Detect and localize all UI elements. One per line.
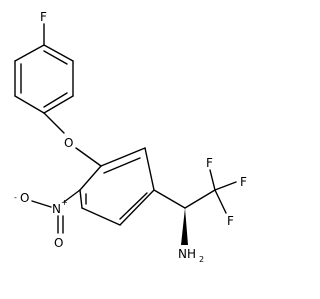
molecule-drawing: F O N + O - O F F F NH 2 — [14, 10, 247, 264]
bond-c-f2 — [214, 181, 237, 191]
amine-subscript: 2 — [199, 255, 204, 264]
cf3-f1-label: F — [206, 156, 213, 170]
bond — [43, 95, 74, 114]
ether-oxygen-label: O — [64, 136, 73, 150]
bond — [79, 165, 102, 191]
nitro-o-minus-charge: - — [14, 193, 17, 202]
bond-chiral-cf3 — [184, 189, 216, 209]
bond-c-f3 — [214, 189, 227, 214]
double-bond-inner — [43, 92, 68, 108]
double-bond-inner — [103, 157, 141, 174]
double-bond-inner — [43, 50, 68, 65]
bond-c-n — [63, 189, 81, 203]
fluorophenyl-ring — [14, 44, 74, 114]
nitro-n-label: N — [52, 202, 61, 216]
fluorine-label: F — [40, 10, 47, 24]
bond — [79, 189, 83, 209]
bond — [144, 147, 155, 191]
cf3-f3-label: F — [227, 214, 234, 228]
bond — [119, 189, 155, 226]
nitro-o-minus-label: O — [20, 191, 29, 205]
bond — [14, 44, 45, 62]
amine-label: NH — [178, 247, 196, 261]
bond — [14, 95, 45, 114]
double-bond-inner — [119, 192, 148, 220]
nitro-o-label: O — [54, 236, 63, 250]
wedge-bond — [181, 208, 188, 245]
bond — [100, 147, 146, 167]
bond-c-f1 — [209, 169, 216, 191]
bond — [81, 207, 121, 226]
nitrophenyl-ring — [79, 147, 155, 226]
bond — [43, 44, 74, 62]
bond-c-o — [43, 112, 65, 134]
bond-o-c — [75, 147, 102, 167]
bond-n-o-minus — [31, 200, 52, 208]
bond-ring-chiral — [153, 189, 186, 209]
cf3-f2-label: F — [240, 175, 247, 189]
nitro-n-charge: + — [61, 198, 68, 207]
structure-svg: F O N + O - O F F F NH 2 — [14, 10, 247, 264]
